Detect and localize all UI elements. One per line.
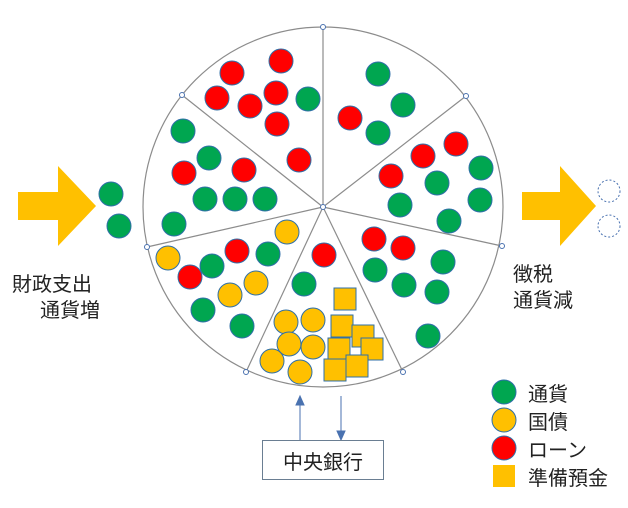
spoke-handles bbox=[144, 24, 505, 375]
legend-item-loan: ローン bbox=[490, 432, 628, 462]
green-circle-icon bbox=[491, 379, 517, 405]
fiscal-spending-label: 財政支出 bbox=[12, 272, 92, 296]
yellow-circle-icon bbox=[491, 407, 517, 433]
central-bank-connectors bbox=[295, 394, 346, 442]
red-circle-icon bbox=[491, 435, 517, 461]
central-bank-box: 中央銀行 bbox=[262, 440, 384, 480]
central-bank-label: 中央銀行 bbox=[283, 449, 363, 474]
money-decrease-label: 通貨減 bbox=[513, 288, 573, 312]
sector-dividers bbox=[146, 27, 503, 373]
legend-item-money: 通貨 bbox=[490, 376, 628, 406]
outflow-arrow bbox=[522, 166, 596, 246]
yellow-square-icon bbox=[493, 465, 515, 487]
legend-label: 通貨 bbox=[528, 382, 568, 406]
legend-label: 国債 bbox=[528, 410, 568, 434]
inflow-money-tokens bbox=[98, 181, 132, 239]
money-increase-label: 通貨増 bbox=[40, 298, 100, 322]
legend-label: 準備預金 bbox=[528, 466, 608, 490]
outflow-empty-tokens bbox=[597, 179, 621, 238]
legend-label: ローン bbox=[528, 438, 587, 462]
legend-item-bond: 国債 bbox=[490, 404, 628, 434]
taxation-label: 徴税 bbox=[513, 262, 553, 286]
legend-item-reserve: 準備預金 bbox=[490, 460, 628, 490]
sector-tokens bbox=[155, 48, 494, 385]
inflow-arrow bbox=[18, 166, 96, 246]
